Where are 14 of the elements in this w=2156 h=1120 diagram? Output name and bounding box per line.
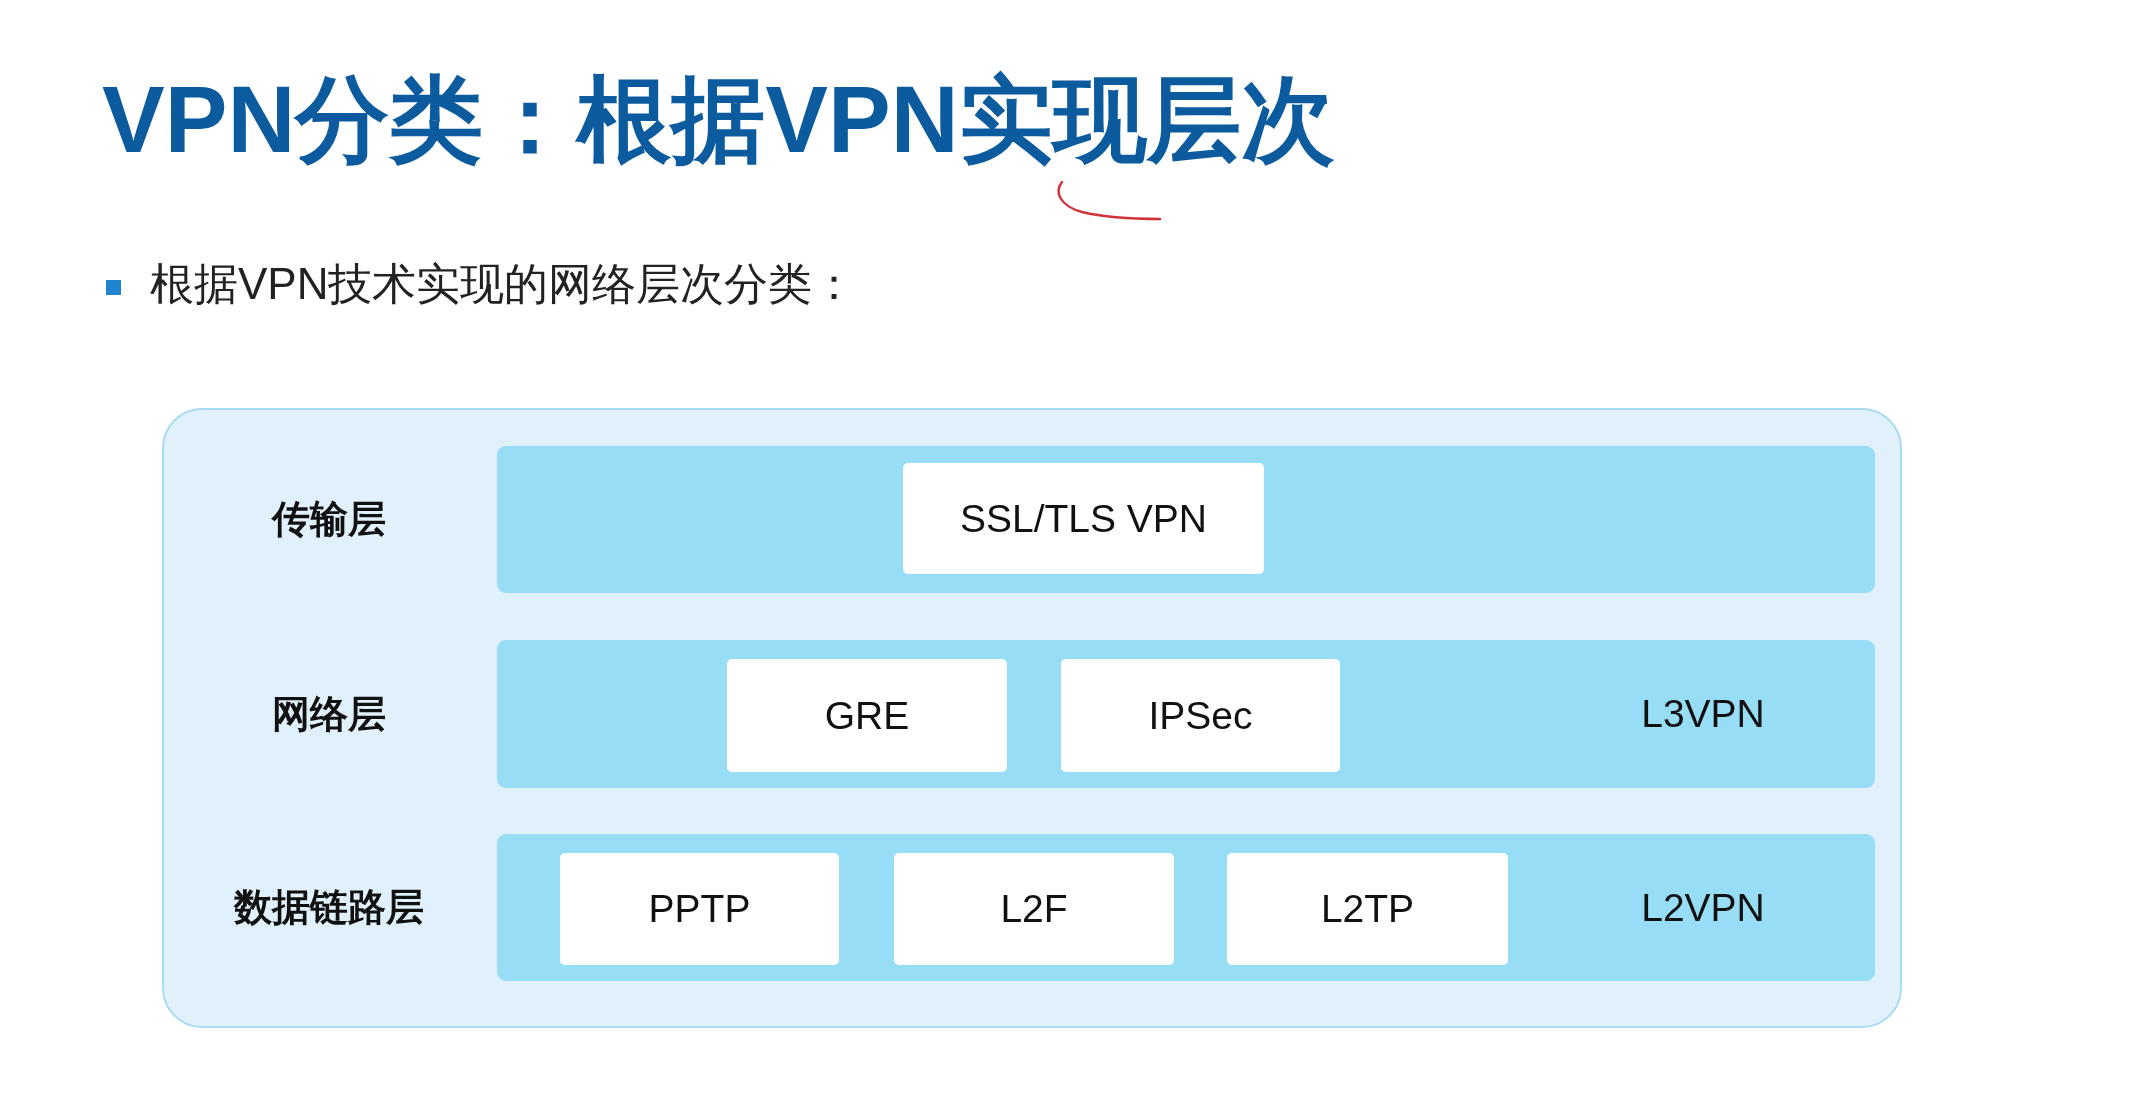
vpn-type-label: L2VPN bbox=[1641, 885, 1765, 930]
protocol-box: SSL/TLS VPN bbox=[903, 463, 1264, 574]
title: VPN分类：根据VPN实现层次 bbox=[102, 66, 1335, 174]
protocol-box: PPTP bbox=[560, 853, 839, 965]
layer-panel bbox=[162, 408, 1902, 1028]
layer-heading: 传输层 bbox=[272, 497, 386, 542]
protocol-box: L2TP bbox=[1227, 853, 1508, 965]
vpn-type-label: L3VPN bbox=[1641, 692, 1765, 736]
protocol-box: L2F bbox=[894, 853, 1174, 965]
layer-heading: 数据链路层 bbox=[234, 885, 424, 930]
protocol-box: GRE bbox=[727, 659, 1007, 772]
protocol-box: IPSec bbox=[1061, 659, 1340, 772]
layer-heading: 网络层 bbox=[272, 691, 386, 737]
bullet-text: 根据VPN技术实现的网络层次分类： bbox=[150, 258, 857, 310]
